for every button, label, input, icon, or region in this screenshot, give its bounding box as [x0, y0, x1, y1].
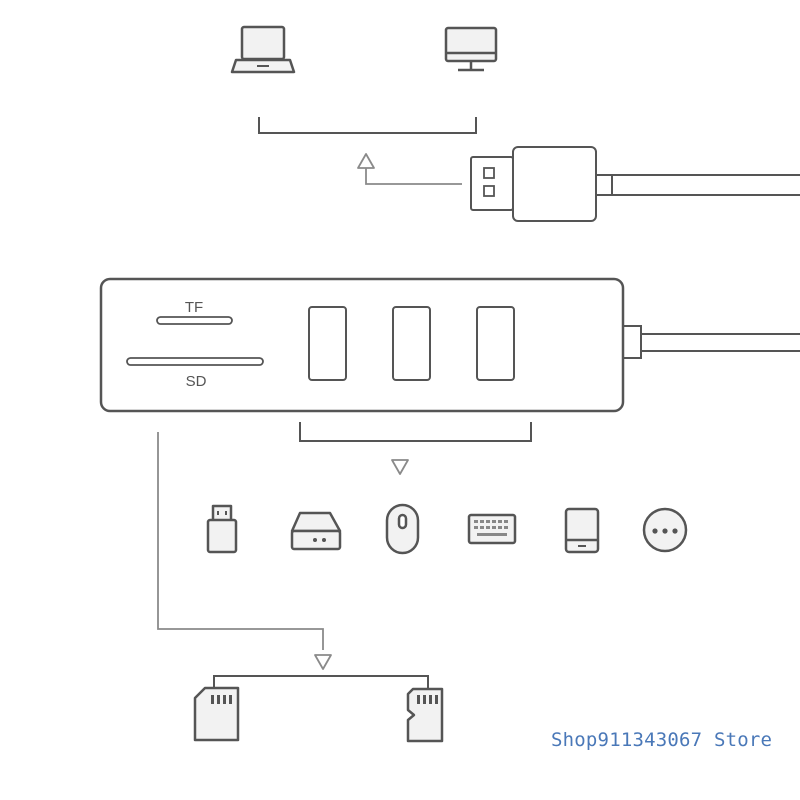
usb-plug-body	[512, 146, 597, 222]
usb-port-2	[392, 306, 431, 381]
up-arrow-icon	[357, 153, 375, 169]
sd-slot	[126, 357, 264, 366]
hard-drive-icon	[290, 511, 342, 551]
laptop-icon	[230, 25, 296, 74]
host-bracket	[258, 117, 477, 134]
micro-sd-card-icon	[406, 687, 444, 743]
mouse-icon	[385, 503, 420, 555]
cards-bracket	[213, 675, 429, 690]
desktop-monitor-icon	[444, 26, 498, 72]
usb-port-3	[476, 306, 515, 381]
usb-plug-metal	[470, 156, 514, 211]
more-devices-icon	[642, 507, 688, 553]
tf-slot	[156, 316, 233, 325]
hub-cable	[623, 325, 800, 359]
tablet-icon	[564, 507, 600, 554]
store-watermark: Shop911343067 Store	[551, 729, 773, 751]
hub-body	[99, 277, 625, 413]
sd-label: SD	[186, 373, 207, 390]
tf-label: TF	[185, 299, 203, 316]
card-connector-line	[157, 432, 324, 650]
usb-plug-contact-bottom	[483, 185, 495, 197]
usb-cable-top	[596, 174, 800, 196]
keyboard-icon	[467, 513, 517, 545]
host-connector-line	[365, 168, 462, 185]
down-arrow-icon	[391, 459, 409, 475]
usb-port-1	[308, 306, 347, 381]
sd-card-icon	[193, 686, 240, 742]
usb-plug-contact-top	[483, 167, 495, 179]
usb-flash-drive-icon	[206, 504, 238, 554]
card-down-arrow-icon	[314, 654, 332, 670]
ports-bracket	[299, 422, 532, 442]
